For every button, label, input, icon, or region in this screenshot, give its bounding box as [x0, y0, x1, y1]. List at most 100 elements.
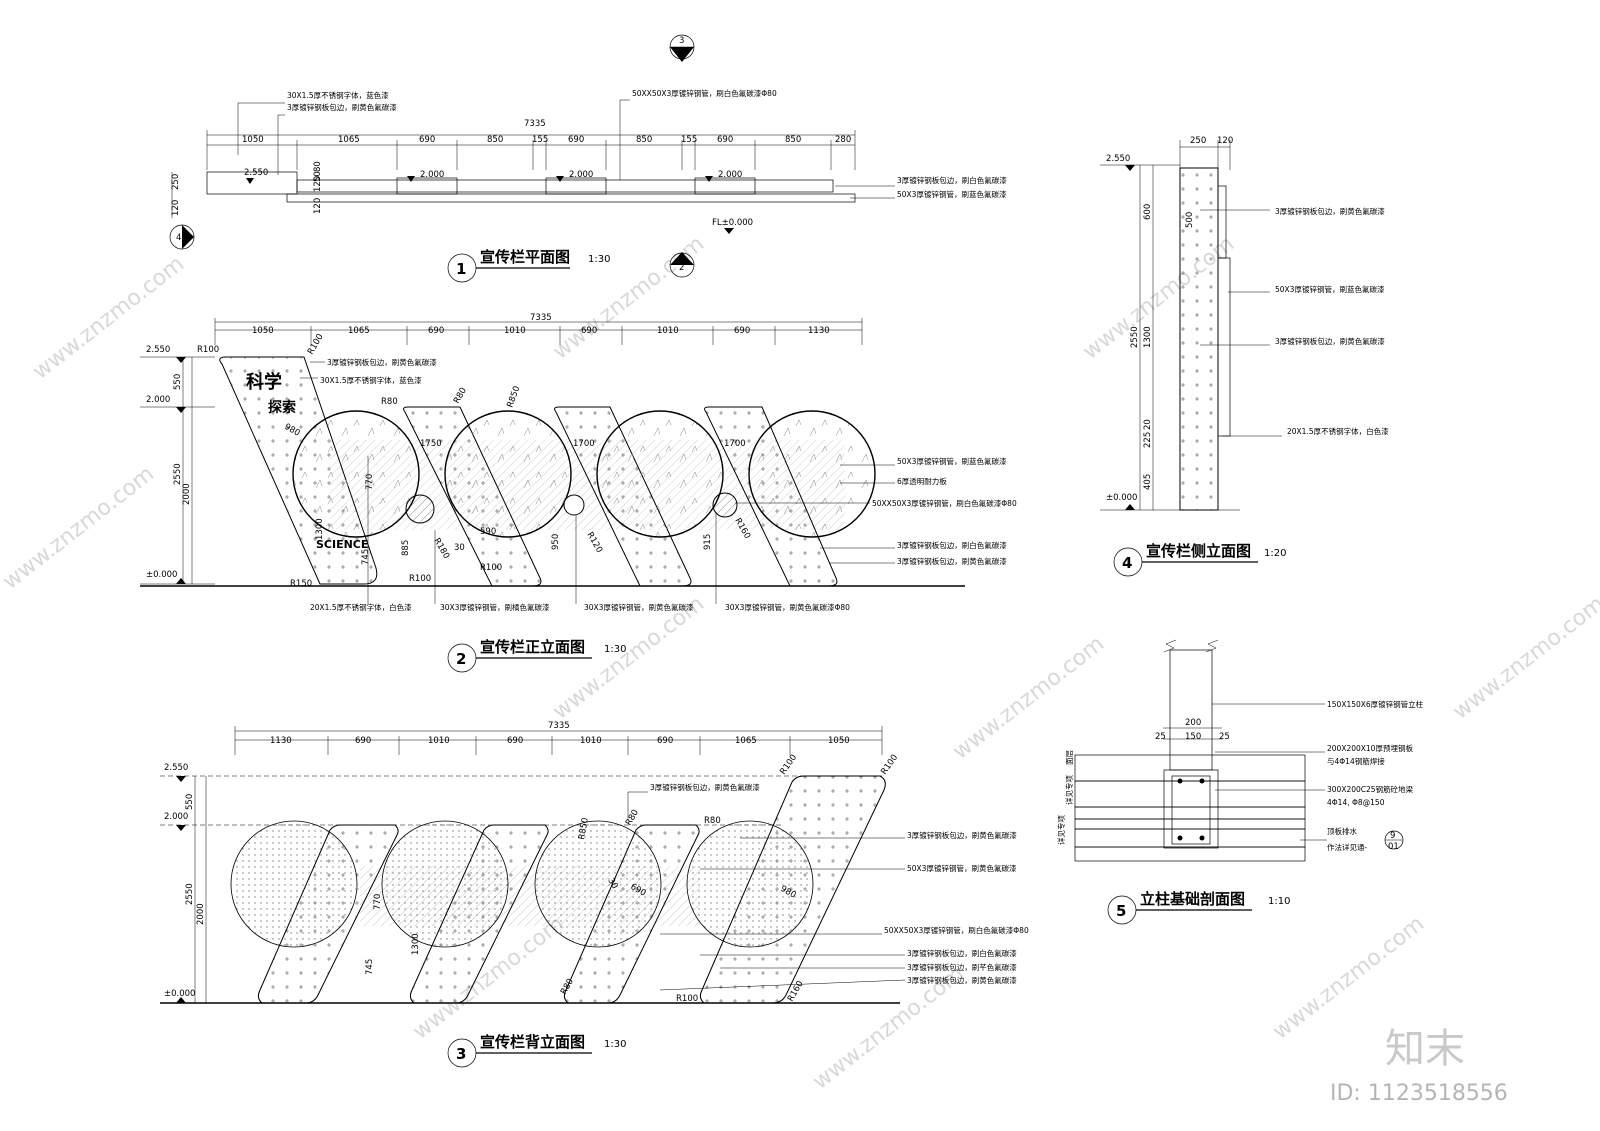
svg-text:50XX50X3厚镀锌钢管，刷白色氟碳漆Φ80: 50XX50X3厚镀锌钢管，刷白色氟碳漆Φ80 [872, 498, 1017, 508]
front-elevation: 7335 1050 1065 690 1010 690 1010 690 113… [140, 313, 1017, 673]
svg-text:R180: R180 [431, 537, 451, 561]
svg-text:745: 745 [365, 959, 375, 975]
front-disc [292, 410, 420, 538]
svg-text:3厚镀锌钢板包边，刷黄色氟碳漆: 3厚镀锌钢板包边，刷黄色氟碳漆 [1275, 206, 1385, 216]
svg-text:690: 690 [355, 736, 371, 746]
svg-text:1700: 1700 [573, 439, 595, 449]
plan-seg-dim: 155 [681, 135, 697, 145]
svg-text:745: 745 [361, 549, 371, 565]
svg-text:±0.000: ±0.000 [146, 570, 177, 580]
svg-text:宣传栏侧立面图: 宣传栏侧立面图 [1146, 542, 1251, 560]
svg-text:立柱基础剖面图: 立柱基础剖面图 [1140, 890, 1245, 908]
side-panel [1179, 167, 1219, 511]
svg-text:R80: R80 [704, 816, 721, 826]
svg-text:1010: 1010 [580, 736, 602, 746]
plan-seg-dim: 850 [636, 135, 652, 145]
svg-text:R80: R80 [452, 386, 469, 405]
svg-text:30X1.5厚不锈钢字体，蓝色漆: 30X1.5厚不锈钢字体，蓝色漆 [320, 375, 422, 385]
watermark-logo: 知末 [1385, 1026, 1465, 1072]
svg-text:R100: R100 [778, 753, 799, 777]
svg-text:225: 225 [1143, 432, 1153, 448]
svg-text:±0.000: ±0.000 [1106, 493, 1137, 503]
svg-text:详见专项: 详见专项 [1056, 815, 1066, 845]
svg-text:作法详见通-: 作法详见通- [1327, 842, 1367, 852]
svg-text:25: 25 [1219, 732, 1230, 742]
plan-dim-ticks [206, 130, 856, 170]
front-dim-ticks [214, 318, 863, 345]
svg-text:与4Φ14钢筋焊接: 与4Φ14钢筋焊接 [1327, 756, 1385, 766]
svg-text:2550: 2550 [185, 883, 195, 905]
sign-text-kexue: 科学 [246, 371, 282, 393]
svg-text:50: 50 [313, 171, 323, 182]
svg-text:2: 2 [679, 263, 684, 273]
svg-text:2000: 2000 [196, 903, 206, 925]
svg-text:3: 3 [456, 1045, 466, 1063]
svg-text:1130: 1130 [270, 736, 292, 746]
watermark-site: www.znzmo.com [548, 231, 709, 364]
side-elevation: 250 120 2.550 ±0.000 600 500 2550 1300 2… [1100, 136, 1389, 577]
foundation-section: 200 25 150 25 面层 详见专项 详见专项 150X150X6厚镀锌钢… [1056, 639, 1424, 925]
svg-text:120: 120 [313, 198, 323, 214]
svg-text:R80: R80 [381, 397, 398, 407]
svg-text:1:10: 1:10 [1268, 896, 1290, 907]
svg-text:550: 550 [173, 374, 183, 390]
svg-text:R120: R120 [584, 531, 604, 555]
svg-text:3厚镀锌钢板包边，刷黄色氟碳漆: 3厚镀锌钢板包边，刷黄色氟碳漆 [1275, 336, 1385, 346]
svg-text:50X3厚镀锌钢管，刷黄色氟碳漆: 50X3厚镀锌钢管，刷黄色氟碳漆 [907, 863, 1017, 873]
svg-text:150X150X6厚镀锌钢管立柱: 150X150X6厚镀锌钢管立柱 [1327, 699, 1424, 709]
plan-drawing: 7335 1050 1065 690 850 155 690 850 155 6… [171, 88, 1007, 283]
plan-total-dim: 7335 [524, 119, 546, 129]
watermark-site: www.znzmo.com [948, 631, 1109, 764]
section-mark-4: 4 [169, 224, 195, 250]
svg-text:405: 405 [1143, 474, 1153, 490]
watermark-id: ID: 1123518556 [1330, 1081, 1508, 1106]
watermark-site: www.znzmo.com [1448, 591, 1600, 724]
svg-text:3厚镀锌钢板包边，刷黄色氟碳漆: 3厚镀锌钢板包边，刷黄色氟碳漆 [907, 975, 1017, 985]
svg-text:3厚镀锌钢板包边，刷芊色氟碳漆: 3厚镀锌钢板包边，刷芊色氟碳漆 [907, 962, 1017, 972]
svg-text:600: 600 [1143, 204, 1153, 220]
svg-text:120: 120 [1217, 136, 1233, 146]
svg-text:4: 4 [176, 233, 181, 243]
svg-text:1010: 1010 [504, 326, 526, 336]
plan-level: 2.000 [569, 170, 593, 180]
svg-text:50X3厚镀锌钢管，刷蓝色氟碳漆: 50X3厚镀锌钢管，刷蓝色氟碳漆 [897, 456, 1007, 466]
back-elevation: 7335 1130 690 1010 690 1010 690 1065 105… [160, 721, 1029, 1068]
svg-text:3: 3 [679, 36, 684, 46]
svg-text:2.550: 2.550 [1106, 154, 1130, 164]
svg-text:6厚透明耐力板: 6厚透明耐力板 [897, 476, 947, 486]
plan-note: 30X1.5厚不锈钢字体，蓝色漆 [287, 90, 389, 100]
svg-text:2000: 2000 [182, 483, 192, 505]
svg-text:1050: 1050 [252, 326, 274, 336]
svg-text:690: 690 [581, 326, 597, 336]
svg-text:30X3厚镀锌钢管，刷黄色氟碳漆: 30X3厚镀锌钢管，刷黄色氟碳漆 [584, 602, 694, 612]
column-post [1169, 649, 1213, 771]
svg-text:3厚镀锌钢板包边，刷白色氟碳漆: 3厚镀锌钢板包边，刷白色氟碳漆 [907, 948, 1017, 958]
svg-text:1065: 1065 [348, 326, 370, 336]
svg-text:1:30: 1:30 [588, 254, 610, 265]
side-title: 4 宣传栏侧立面图 1:20 [1113, 542, 1286, 577]
front-title: 2 宣传栏正立面图 1:30 [447, 638, 626, 673]
svg-text:R850: R850 [577, 817, 591, 841]
svg-text:770: 770 [365, 474, 375, 490]
svg-text:590: 590 [480, 527, 496, 537]
svg-text:1010: 1010 [657, 326, 679, 336]
svg-text:1750: 1750 [420, 439, 442, 449]
watermark-site: www.znzmo.com [0, 461, 159, 594]
svg-text:1:30: 1:30 [604, 1039, 626, 1050]
svg-text:2.550: 2.550 [164, 763, 188, 773]
svg-text:250: 250 [171, 174, 181, 190]
svg-text:25: 25 [1155, 732, 1166, 742]
foundation-title: 5 立柱基础剖面图 1:10 [1107, 890, 1290, 925]
plan-seg-dim: 155 [532, 135, 548, 145]
svg-text:1:30: 1:30 [604, 644, 626, 655]
watermark-site: www.znzmo.com [28, 251, 189, 384]
plan-seg-dim: 850 [487, 135, 503, 145]
svg-text:300X200C25钢筋砼地梁: 300X200C25钢筋砼地梁 [1327, 784, 1414, 794]
svg-text:1300: 1300 [315, 518, 325, 540]
svg-text:30X3厚镀锌钢管，刷橘色氟碳漆: 30X3厚镀锌钢管，刷橘色氟碳漆 [440, 602, 550, 612]
svg-text:30: 30 [605, 877, 619, 891]
svg-text:2.000: 2.000 [164, 812, 188, 822]
svg-text:R100: R100 [409, 574, 431, 584]
front-small-disc [563, 494, 585, 516]
svg-text:150: 150 [1185, 732, 1201, 742]
